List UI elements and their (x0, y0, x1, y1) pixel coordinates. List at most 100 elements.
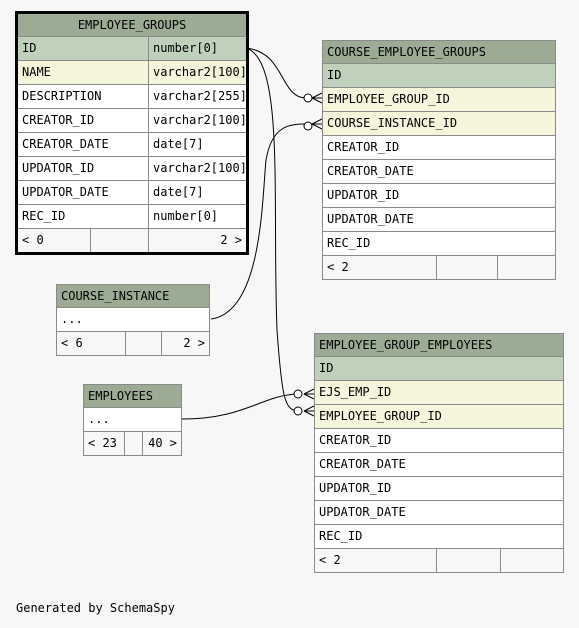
edge-course-employee-groups-to-employee-groups (245, 47, 307, 99)
column-name: EMPLOYEE_GROUP_ID (319, 409, 442, 423)
generated-by-footer: Generated by SchemaSpy (16, 601, 175, 615)
table-title: EMPLOYEE_GROUP_EMPLOYEES (315, 334, 563, 357)
table-course-employee-groups[interactable]: COURSE_EMPLOYEE_GROUPS ID EMPLOYEE_GROUP_… (322, 40, 556, 280)
column-row[interactable]: UPDATOR_ID (323, 184, 555, 208)
footer-spacer (125, 332, 161, 355)
column-row[interactable]: ID number[0] (18, 37, 246, 61)
children-count[interactable]: 40 > (142, 432, 181, 455)
column-row[interactable]: UPDATOR_DATE (323, 208, 555, 232)
edge-employee-group-employees-to-employee-groups (245, 47, 299, 412)
children-count[interactable]: 2 > (161, 332, 209, 355)
column-row[interactable]: CREATOR_ID (315, 429, 563, 453)
table-course-instance[interactable]: COURSE_INSTANCE ... < 6 2 > (56, 284, 210, 356)
column-row[interactable]: EMPLOYEE_GROUP_ID (323, 88, 555, 112)
table-employees[interactable]: EMPLOYEES ... < 23 40 > (83, 384, 182, 456)
footer-spacer (436, 549, 500, 572)
children-count[interactable]: 2 > (148, 229, 246, 252)
column-name: CREATOR_ID (327, 140, 400, 154)
column-name: CREATOR_DATE (22, 137, 109, 151)
edge-employee-group-employees-to-employees (181, 393, 299, 420)
column-type: varchar2[100] (148, 61, 246, 84)
children-count[interactable] (497, 256, 555, 279)
column-row[interactable]: EMPLOYEE_GROUP_ID (315, 405, 563, 429)
column-name: REC_ID (319, 529, 363, 543)
column-row[interactable]: CREATOR_DATE date[7] (18, 133, 246, 157)
column-name: UPDATOR_ID (22, 161, 95, 175)
footer-spacer (124, 432, 142, 455)
column-type: varchar2[100] (148, 157, 246, 180)
table-footer: < 2 (315, 549, 563, 572)
column-name: EMPLOYEE_GROUP_ID (327, 92, 450, 106)
edge-course-employee-groups-to-course-instance (210, 123, 307, 320)
column-row[interactable]: CREATOR_ID (323, 136, 555, 160)
column-type: number[0] (148, 205, 246, 228)
column-name: UPDATOR_ID (319, 481, 392, 495)
column-type: date[7] (148, 181, 246, 204)
column-name: CREATOR_ID (319, 433, 392, 447)
table-title: EMPLOYEES (84, 385, 181, 408)
column-name: EJS_EMP_ID (319, 385, 392, 399)
table-footer: < 0 2 > (18, 229, 246, 252)
table-footer: < 6 2 > (57, 332, 209, 355)
column-name: COURSE_INSTANCE_ID (327, 116, 458, 130)
ellipsis: ... (88, 412, 110, 426)
table-footer: < 2 (323, 256, 555, 279)
column-name: ID (319, 361, 334, 375)
column-name: UPDATOR_ID (327, 188, 400, 202)
column-row[interactable]: REC_ID (323, 232, 555, 256)
parents-count[interactable]: < 6 (61, 336, 83, 350)
crowfoot-employee-group-id (311, 92, 323, 104)
column-name: REC_ID (22, 209, 66, 223)
ellipsis: ... (61, 312, 83, 326)
children-count[interactable] (500, 549, 563, 572)
column-row[interactable]: CREATOR_DATE (315, 453, 563, 477)
column-row[interactable]: UPDATOR_DATE (315, 501, 563, 525)
footer-spacer (436, 256, 497, 279)
column-name: ID (22, 41, 37, 55)
crowfoot-employee-group-id-2 (303, 405, 315, 417)
optional-marker (303, 121, 313, 131)
column-row[interactable]: COURSE_INSTANCE_ID (323, 112, 555, 136)
column-row[interactable]: CREATOR_DATE (323, 160, 555, 184)
column-row[interactable]: ID (323, 64, 555, 88)
column-row[interactable]: UPDATOR_ID varchar2[100] (18, 157, 246, 181)
column-type: varchar2[255] (148, 85, 246, 108)
column-type: date[7] (148, 133, 246, 156)
column-name: CREATOR_DATE (319, 457, 406, 471)
parents-count[interactable]: < 2 (319, 553, 341, 567)
column-name: DESCRIPTION (22, 89, 102, 103)
crowfoot-course-instance-id (311, 118, 323, 130)
table-title: COURSE_EMPLOYEE_GROUPS (323, 41, 555, 64)
column-row[interactable]: EJS_EMP_ID (315, 381, 563, 405)
column-name: CREATOR_DATE (327, 164, 414, 178)
optional-marker (303, 93, 313, 103)
table-title: EMPLOYEE_GROUPS (18, 14, 246, 37)
column-row[interactable]: NAME varchar2[100] (18, 61, 246, 85)
column-row[interactable]: ... (57, 308, 209, 332)
parents-count[interactable]: < 23 (88, 436, 117, 450)
parents-count[interactable]: < 2 (327, 260, 349, 274)
column-name: UPDATOR_DATE (22, 185, 109, 199)
crowfoot-ejs-emp-id (303, 388, 315, 400)
column-name: UPDATOR_DATE (327, 212, 414, 226)
column-name: UPDATOR_DATE (319, 505, 406, 519)
column-row[interactable]: REC_ID number[0] (18, 205, 246, 229)
table-employee-group-employees[interactable]: EMPLOYEE_GROUP_EMPLOYEES ID EJS_EMP_ID EMP… (314, 333, 564, 573)
optional-marker (293, 389, 303, 399)
optional-marker (293, 406, 303, 416)
parents-count[interactable]: < 0 (22, 233, 44, 247)
column-row[interactable]: DESCRIPTION varchar2[255] (18, 85, 246, 109)
column-row[interactable]: ... (84, 408, 181, 432)
column-type: varchar2[100] (148, 109, 246, 132)
column-name: NAME (22, 65, 51, 79)
column-row[interactable]: UPDATOR_DATE date[7] (18, 181, 246, 205)
column-row[interactable]: ID (315, 357, 563, 381)
table-employee-groups[interactable]: EMPLOYEE_GROUPS ID number[0] NAME varchar2[… (15, 11, 249, 255)
column-row[interactable]: UPDATOR_ID (315, 477, 563, 501)
column-name: REC_ID (327, 236, 371, 250)
column-row[interactable]: REC_ID (315, 525, 563, 549)
table-footer: < 23 40 > (84, 432, 181, 455)
column-type: number[0] (148, 37, 246, 60)
